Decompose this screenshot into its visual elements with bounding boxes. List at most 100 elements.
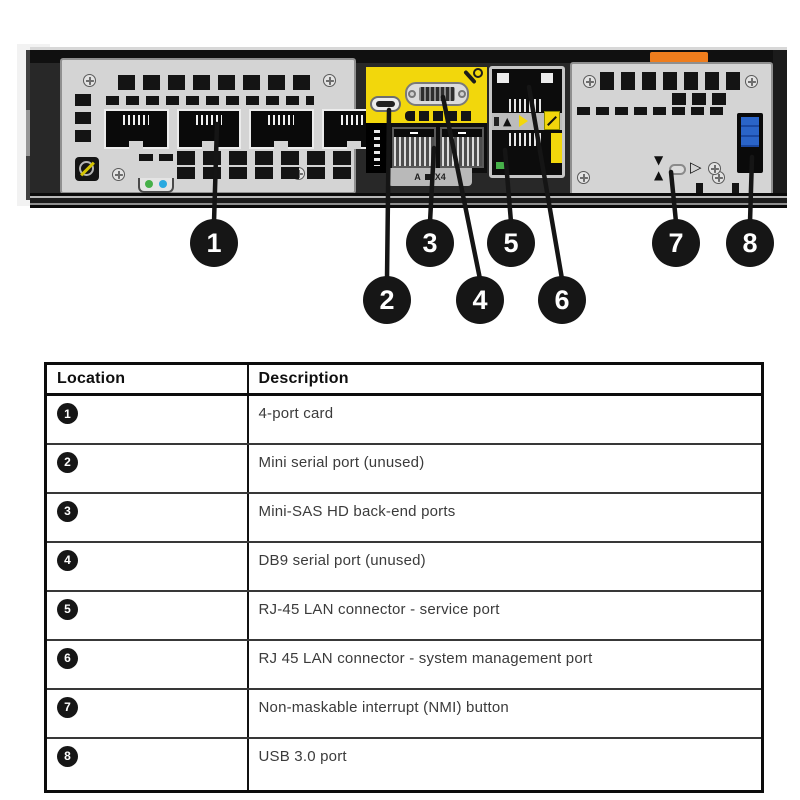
nmi-button [669, 164, 686, 175]
vent-grille [600, 72, 740, 90]
callout-5: 5 [487, 219, 535, 267]
screw-icon [708, 162, 721, 175]
rear-panel-figure: A X4 ▲ [0, 0, 800, 356]
location-badge: 1 [57, 403, 78, 424]
mini-sas-module [366, 123, 487, 173]
location-badge: 6 [57, 647, 78, 669]
rj45-port [176, 109, 241, 149]
usb3-tongue [741, 117, 759, 147]
screw-icon [577, 171, 590, 184]
vent-grille [177, 151, 352, 165]
callout-3: 3 [406, 219, 454, 267]
port-divider-strip: ▲ [492, 111, 562, 130]
port-latch-tab [541, 73, 553, 83]
no-phone-icon [75, 157, 99, 181]
callout-7: 7 [652, 219, 700, 267]
sas-port-label: A X4 [388, 168, 472, 186]
led-green [496, 162, 507, 169]
table-row: 2 Mini serial port (unused) [44, 442, 764, 494]
description-cell: Mini-SAS HD back-end ports [246, 491, 764, 543]
led-indicator-tab [138, 178, 174, 193]
vent-grille [139, 154, 173, 161]
description-cell: Non-maskable interrupt (NMI) button [246, 687, 764, 739]
description-cell: 4-port card [246, 393, 764, 445]
rear-io-panel: ▼ ▲ ▷ [570, 62, 773, 196]
table-row: 5 RJ-45 LAN connector - service port [44, 589, 764, 641]
location-badge: 2 [57, 451, 78, 473]
triangle-down-icon: ▼ [654, 153, 664, 167]
rj45-port [249, 109, 314, 149]
location-badge: 7 [57, 696, 78, 718]
screw-icon [583, 75, 596, 88]
table-row: 7 Non-maskable interrupt (NMI) button [44, 687, 764, 739]
vent-grille [405, 111, 475, 121]
chassis-bottom-bar [30, 193, 787, 208]
usb3-port [737, 113, 763, 173]
callout-4: 4 [456, 276, 504, 324]
db9-jack-screw [408, 90, 416, 98]
description-header: Description [246, 362, 764, 396]
callout-6: 6 [538, 276, 586, 324]
location-badge: 8 [57, 745, 78, 767]
four-port-card [60, 58, 386, 194]
orange-latch-tab [650, 52, 708, 63]
location-badge: 3 [57, 500, 78, 522]
vent-grille [106, 96, 314, 105]
description-cell: Mini serial port (unused) [246, 442, 764, 494]
table-header-row: Location Description [44, 362, 764, 396]
led-blue [159, 180, 167, 188]
mini-serial-port [370, 96, 401, 112]
table-row: 3 Mini-SAS HD back-end ports [44, 491, 764, 543]
port-latch-tab [497, 73, 509, 83]
rj45-service-port [509, 133, 543, 146]
callout-2: 2 [363, 276, 411, 324]
sas-group-label: A [414, 172, 421, 182]
port-marking [494, 117, 499, 126]
vent-grille [672, 93, 728, 105]
triangle-up-icon: ▲ [654, 168, 664, 182]
screw-icon [745, 75, 758, 88]
serial-module [366, 67, 487, 123]
table-row: 6 RJ 45 LAN connector - system managemen… [44, 638, 764, 690]
callout-1: 1 [190, 219, 238, 267]
wrench-icon [461, 68, 483, 86]
description-cell: RJ-45 LAN connector - service port [246, 589, 764, 641]
db9-serial-port [405, 82, 469, 106]
table-row: 4 DB9 serial port (unused) [44, 540, 764, 592]
sas-lanes-label: X4 [434, 172, 446, 182]
vent-grille [177, 167, 352, 179]
vent-grille [118, 75, 312, 90]
screw-icon [112, 168, 125, 181]
rj45-port [104, 109, 169, 149]
chassis-right-edge [773, 50, 787, 207]
mini-sas-port [392, 127, 436, 168]
db9-jack-screw [458, 90, 466, 98]
vent-grille [75, 94, 91, 146]
sas-label-strip [366, 123, 387, 173]
screw-icon [83, 74, 96, 87]
warning-sticker [544, 111, 560, 130]
mini-sas-port [440, 127, 484, 168]
port-sticker-strip [551, 133, 562, 163]
rj45-management-port [509, 99, 543, 112]
led-green [145, 180, 153, 188]
location-badge: 4 [57, 549, 78, 571]
screw-icon [323, 74, 336, 87]
triangle-right-icon: ▷ [690, 158, 702, 176]
callout-8: 8 [726, 219, 774, 267]
description-cell: RJ 45 LAN connector - system management … [246, 638, 764, 690]
mounting-peg [732, 183, 739, 193]
table-row: 1 4-port card [44, 393, 764, 445]
description-cell: DB9 serial port (unused) [246, 540, 764, 592]
mounting-peg [696, 183, 703, 193]
sas-port-icon [424, 174, 431, 180]
yellow-wedge-icon [519, 115, 528, 127]
description-cell: USB 3.0 port [246, 736, 764, 793]
management-port-stack: ▲ [489, 66, 565, 178]
location-description-table: Location Description 1 4-port card 2 Min… [44, 362, 764, 793]
db9-pins [419, 87, 455, 101]
vent-grille [577, 107, 729, 115]
triangle-up-icon: ▲ [503, 115, 512, 128]
location-badge: 5 [57, 598, 78, 620]
